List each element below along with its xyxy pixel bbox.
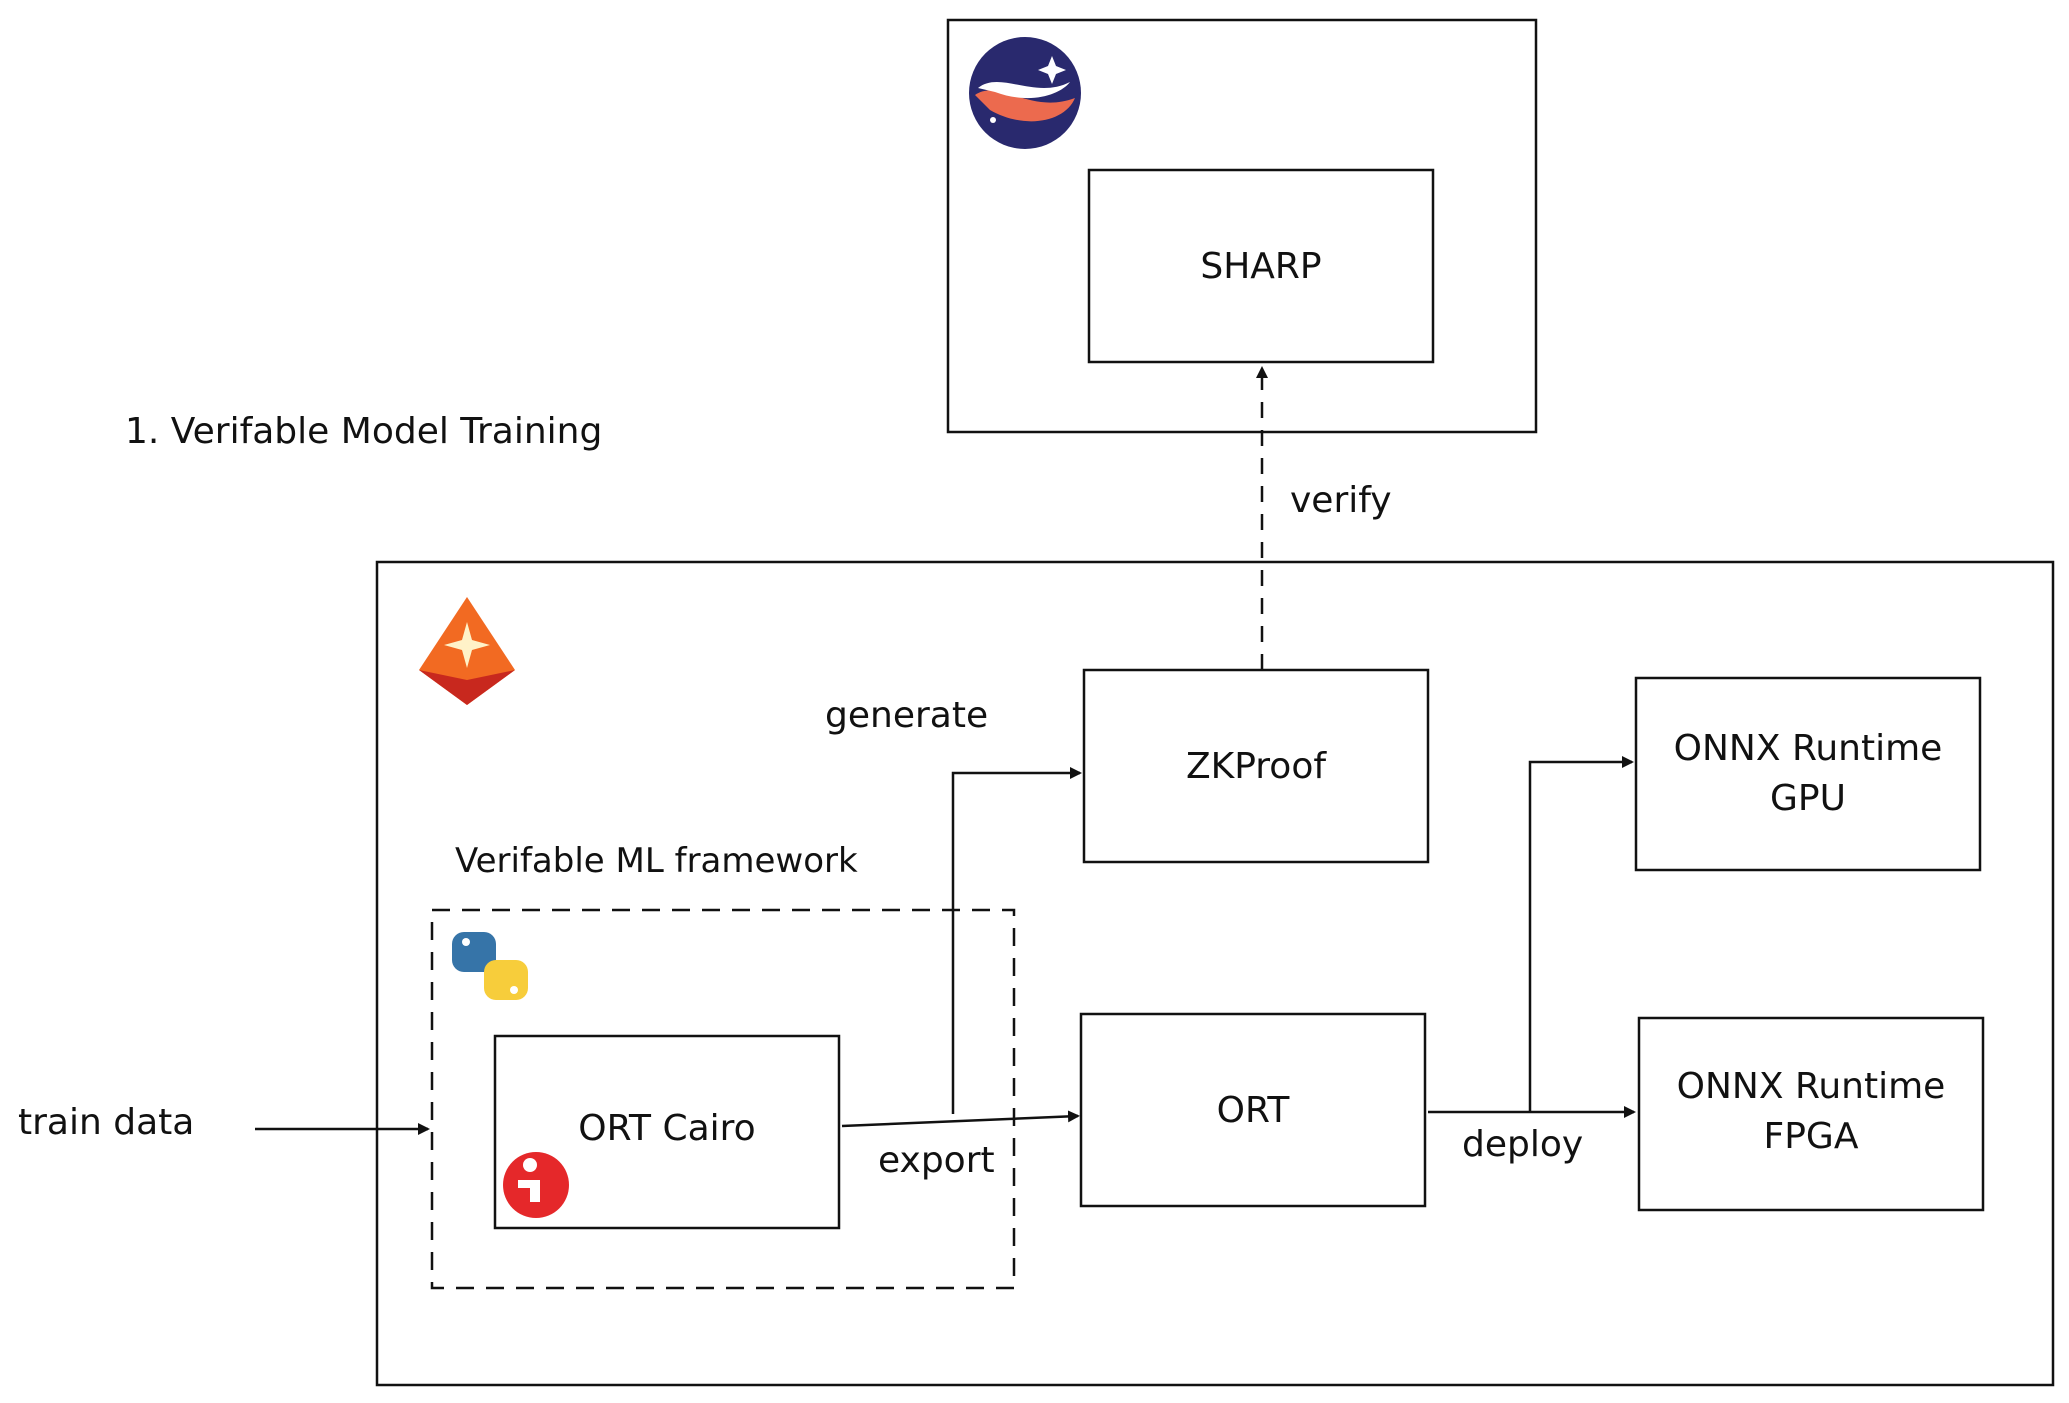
onnx-fpga-label-line2: FPGA bbox=[1764, 1116, 1859, 1157]
ort-cairo-box: ORT Cairo bbox=[493, 1034, 841, 1230]
python-logo-icon bbox=[452, 932, 528, 1000]
onnx-runtime-gpu-box: ONNX Runtime GPU bbox=[1634, 676, 1982, 872]
deploy-label: deploy bbox=[1462, 1124, 1583, 1165]
onnx-gpu-label-line1: ONNX Runtime bbox=[1674, 728, 1943, 769]
starknet-logo-icon bbox=[969, 37, 1081, 149]
onnx-runtime-fpga-box: ONNX Runtime FPGA bbox=[1637, 1016, 1985, 1212]
generate-label: generate bbox=[825, 695, 988, 736]
sharp-box: SHARP bbox=[1087, 168, 1435, 364]
export-label: export bbox=[878, 1140, 995, 1181]
zkproof-box: ZKProof bbox=[1082, 668, 1430, 864]
onnx-fpga-label-line1: ONNX Runtime bbox=[1677, 1066, 1946, 1107]
zkproof-label: ZKProof bbox=[1186, 746, 1327, 787]
edge-export: export bbox=[841, 1110, 1080, 1181]
ort-cairo-label: ORT Cairo bbox=[578, 1108, 755, 1149]
framework-label: Verifable ML framework bbox=[455, 841, 858, 881]
edge-train-data: train data bbox=[18, 1102, 430, 1143]
ort-cairo-logo-icon bbox=[503, 1152, 569, 1218]
giza-container: Verifable ML framework ORT Cairo ZKProof bbox=[375, 560, 2055, 1387]
sharp-label: SHARP bbox=[1200, 246, 1321, 287]
edge-generate: generate bbox=[825, 695, 1082, 1114]
edge-verify: verify bbox=[1256, 366, 1392, 670]
diagram-title: 1. Verifable Model Training bbox=[125, 411, 602, 452]
starknet-container: SHARP bbox=[946, 18, 1538, 434]
ort-label: ORT bbox=[1217, 1090, 1291, 1131]
giza-logo-icon bbox=[419, 597, 515, 705]
ort-box: ORT bbox=[1079, 1012, 1427, 1208]
train-data-label: train data bbox=[18, 1102, 194, 1143]
onnx-gpu-label-line2: GPU bbox=[1770, 778, 1846, 819]
edge-deploy: deploy bbox=[1428, 756, 1636, 1165]
verify-label: verify bbox=[1290, 480, 1392, 521]
